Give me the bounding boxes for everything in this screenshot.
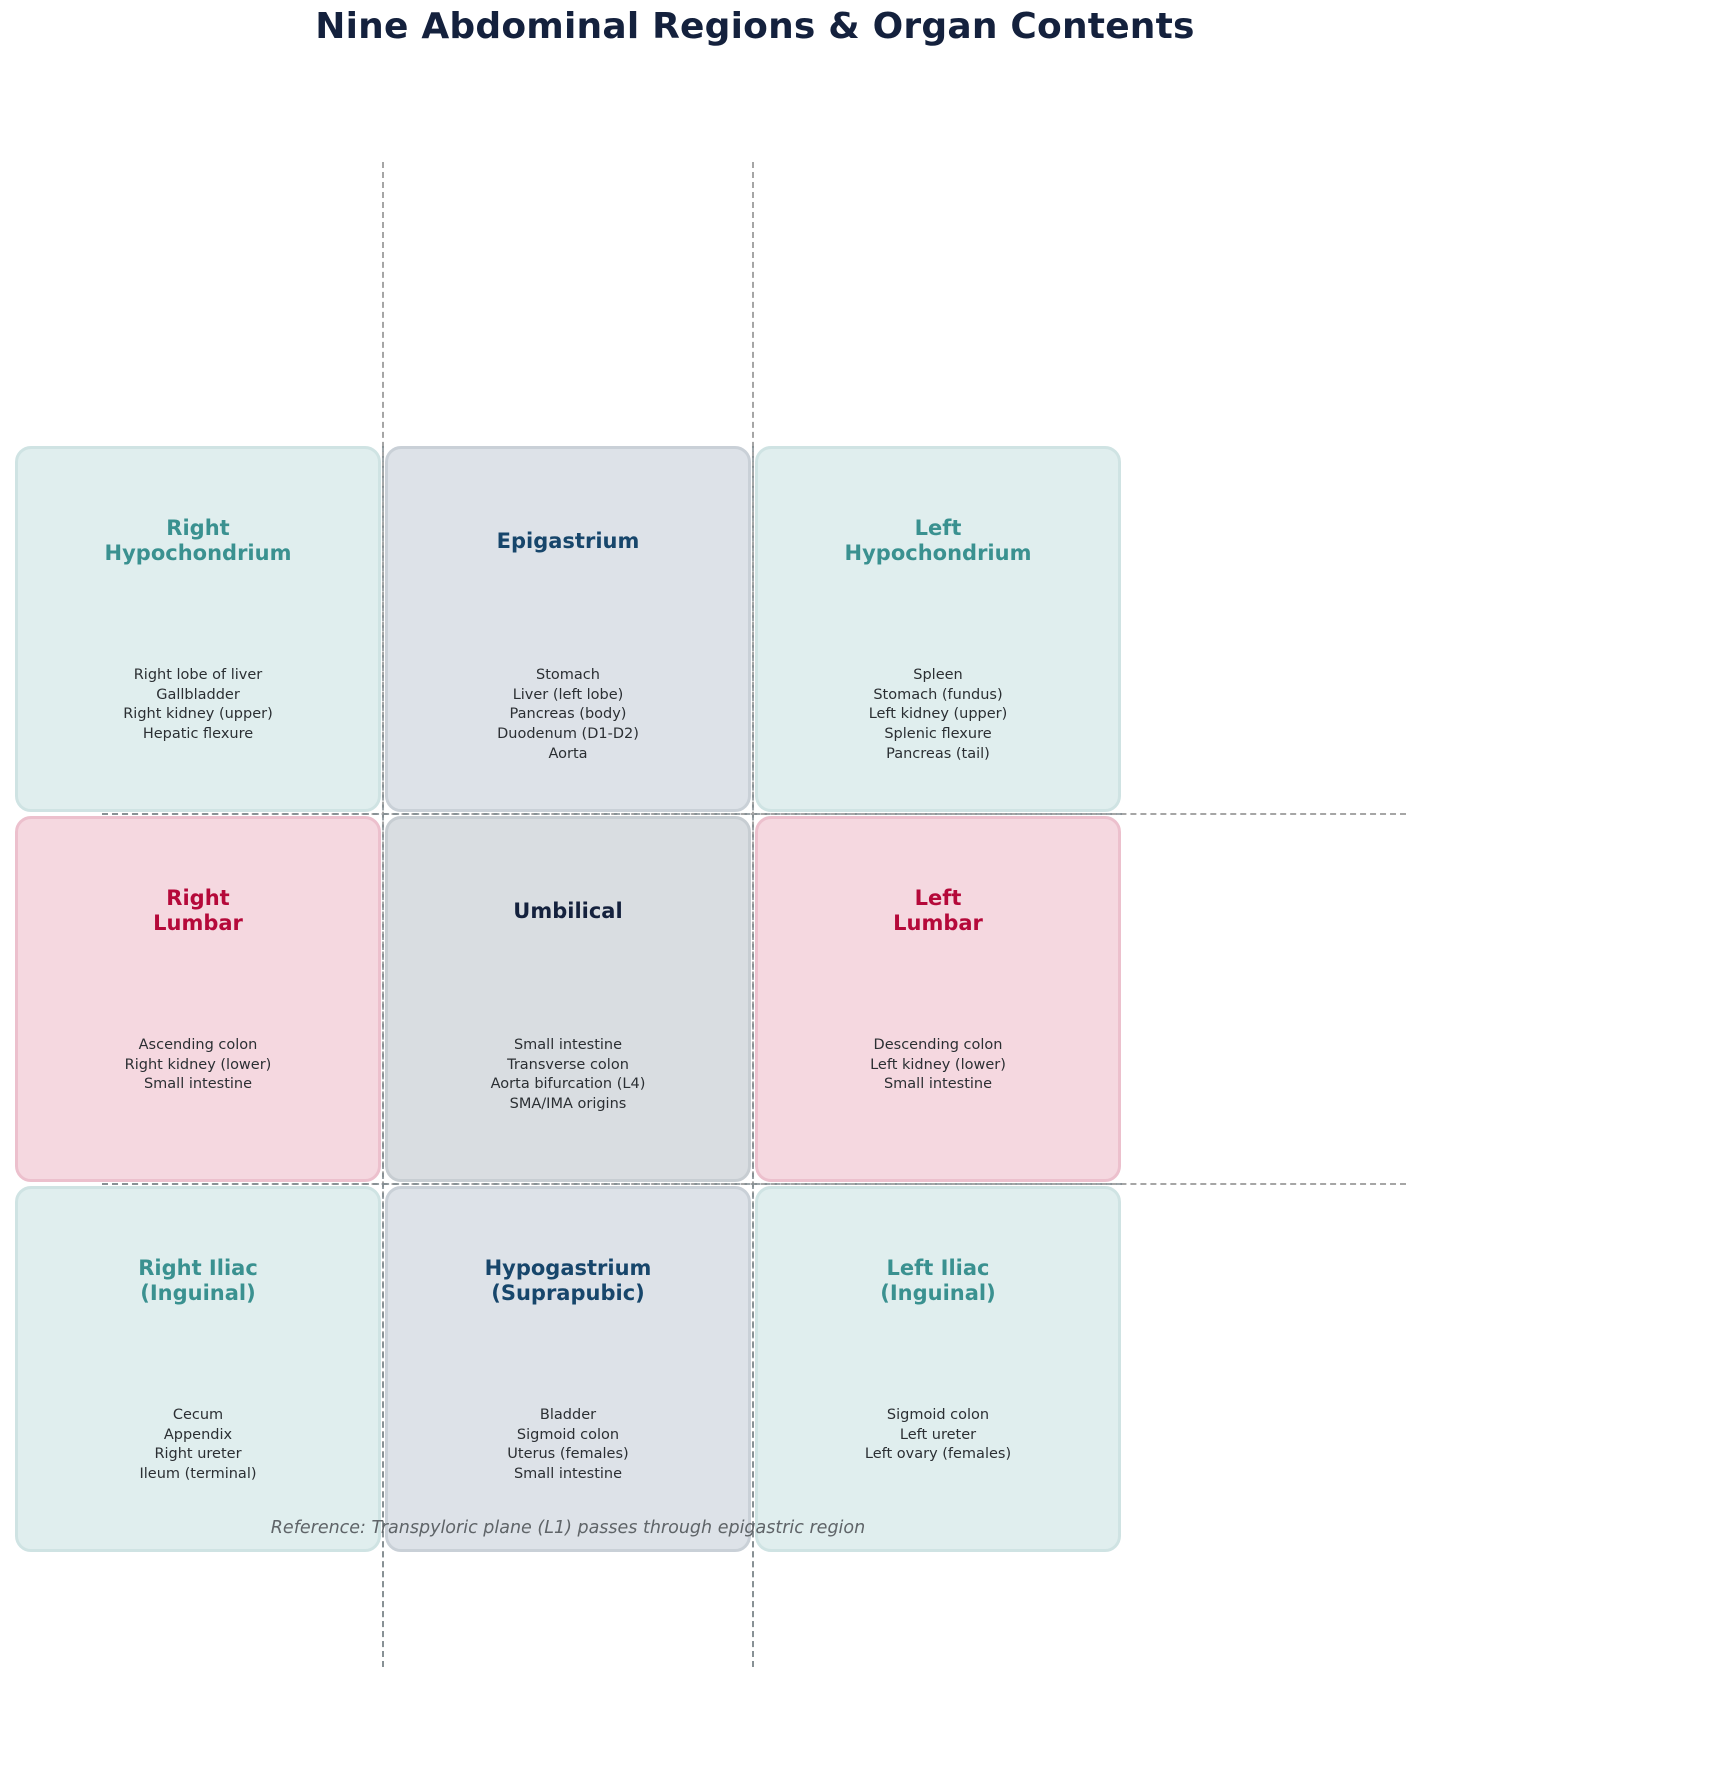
organ-item: Small intestine: [513, 1037, 623, 1053]
organ-item: Aorta: [548, 745, 588, 762]
left-midclavicular-line-overlay: [382, 446, 384, 1667]
region-title: Left Lumbar: [893, 886, 983, 935]
organ-item: Bladder: [539, 1407, 597, 1423]
region-title: Right Hypochondrium: [104, 516, 292, 565]
organ-item: Right lobe of liver: [133, 667, 263, 683]
page-title: Nine Abdominal Regions & Organ Contents: [315, 6, 1195, 47]
organ-list: Right lobe of liver Gallbladder Right ki…: [18, 666, 378, 745]
organ-list: Bladder Sigmoid colon Uterus (females) S…: [388, 1406, 748, 1485]
organ-list: Spleen Stomach (fundus) Left kidney (upp…: [758, 666, 1118, 765]
region-right-lumbar[interactable]: Right Lumbar Ascending colon Right kidne…: [15, 816, 381, 1182]
organ-item: Liver (left lobe): [512, 686, 624, 703]
organ-list: Stomach Liver (left lobe) Pancreas (body…: [388, 666, 748, 765]
organ-item: Small intestine: [143, 1076, 253, 1093]
region-hypogastrium[interactable]: Hypogastrium (Suprapubic) Bladder Sigmoi…: [385, 1186, 751, 1552]
region-title: Epigastrium: [496, 529, 640, 553]
organ-item: Appendix: [163, 1426, 233, 1443]
organ-item: Right kidney (lower): [124, 1056, 272, 1073]
organ-item: Sigmoid colon: [886, 1407, 990, 1423]
organ-item: Pancreas (body): [509, 706, 627, 723]
right-midclavicular-line-overlay: [752, 446, 754, 1667]
organ-item: Left ureter: [899, 1426, 977, 1443]
organ-item: Right ureter: [154, 1446, 242, 1463]
organ-item: Gallbladder: [156, 686, 240, 703]
region-title: Umbilical: [513, 899, 623, 923]
organ-list: Ascending colon Right kidney (lower) Sma…: [18, 1036, 378, 1095]
subcostal-plane-line-overlay: [102, 813, 1122, 815]
reference-note: Reference: Transpyloric plane (L1) passe…: [270, 1518, 866, 1538]
region-title: Right Iliac (Inguinal): [138, 1256, 258, 1305]
organ-item: Stomach: [536, 667, 600, 683]
region-epigastrium[interactable]: Epigastrium Stomach Liver (left lobe) Pa…: [385, 446, 751, 812]
organ-item: Splenic flexure: [884, 726, 992, 743]
organ-item: Ascending colon: [138, 1037, 258, 1053]
organ-item: Ileum (terminal): [139, 1466, 257, 1483]
organ-item: Descending colon: [873, 1037, 1003, 1053]
organ-item: Left kidney (lower): [870, 1056, 1006, 1073]
region-right-hypochondrium[interactable]: Right Hypochondrium Right lobe of liver …: [15, 446, 381, 812]
transtubercular-plane-line-overlay: [102, 1183, 1122, 1185]
organ-item: Duodenum (D1-D2): [497, 726, 639, 743]
region-left-lumbar[interactable]: Left Lumbar Descending colon Left kidney…: [755, 816, 1121, 1182]
organ-item: Pancreas (tail): [886, 745, 990, 762]
region-title: Hypogastrium (Suprapubic): [484, 1256, 652, 1305]
region-umbilical[interactable]: Umbilical Small intestine Transverse col…: [385, 816, 751, 1182]
organ-item: Sigmoid colon: [516, 1426, 620, 1443]
organ-item: Right kidney (upper): [123, 706, 273, 723]
organ-item: Left kidney (upper): [868, 706, 1008, 723]
region-left-iliac[interactable]: Left Iliac (Inguinal) Sigmoid colon Left…: [755, 1186, 1121, 1552]
organ-item: Hepatic flexure: [142, 726, 254, 743]
organ-item: Spleen: [913, 667, 963, 683]
organ-item: Uterus (females): [507, 1446, 629, 1463]
region-right-iliac[interactable]: Right Iliac (Inguinal) Cecum Appendix Ri…: [15, 1186, 381, 1552]
organ-item: Aorta bifurcation (L4): [490, 1076, 646, 1093]
organ-item: Small intestine: [883, 1076, 993, 1093]
region-title: Left Iliac (Inguinal): [880, 1256, 996, 1305]
region-left-hypochondrium[interactable]: Left Hypochondrium Spleen Stomach (fundu…: [755, 446, 1121, 812]
region-title: Left Hypochondrium: [844, 516, 1032, 565]
organ-list: Cecum Appendix Right ureter Ileum (termi…: [18, 1406, 378, 1485]
organ-item: Cecum: [172, 1407, 224, 1423]
organ-item: SMA/IMA origins: [509, 1096, 627, 1113]
organ-list: Sigmoid colon Left ureter Left ovary (fe…: [758, 1406, 1118, 1465]
organ-list: Descending colon Left kidney (lower) Sma…: [758, 1036, 1118, 1095]
organ-list: Small intestine Transverse colon Aorta b…: [388, 1036, 748, 1115]
region-title: Right Lumbar: [153, 886, 243, 935]
organ-item: Transverse colon: [507, 1056, 629, 1073]
organ-item: Small intestine: [513, 1466, 623, 1483]
organ-item: Left ovary (females): [864, 1446, 1012, 1463]
organ-item: Stomach (fundus): [873, 686, 1003, 703]
